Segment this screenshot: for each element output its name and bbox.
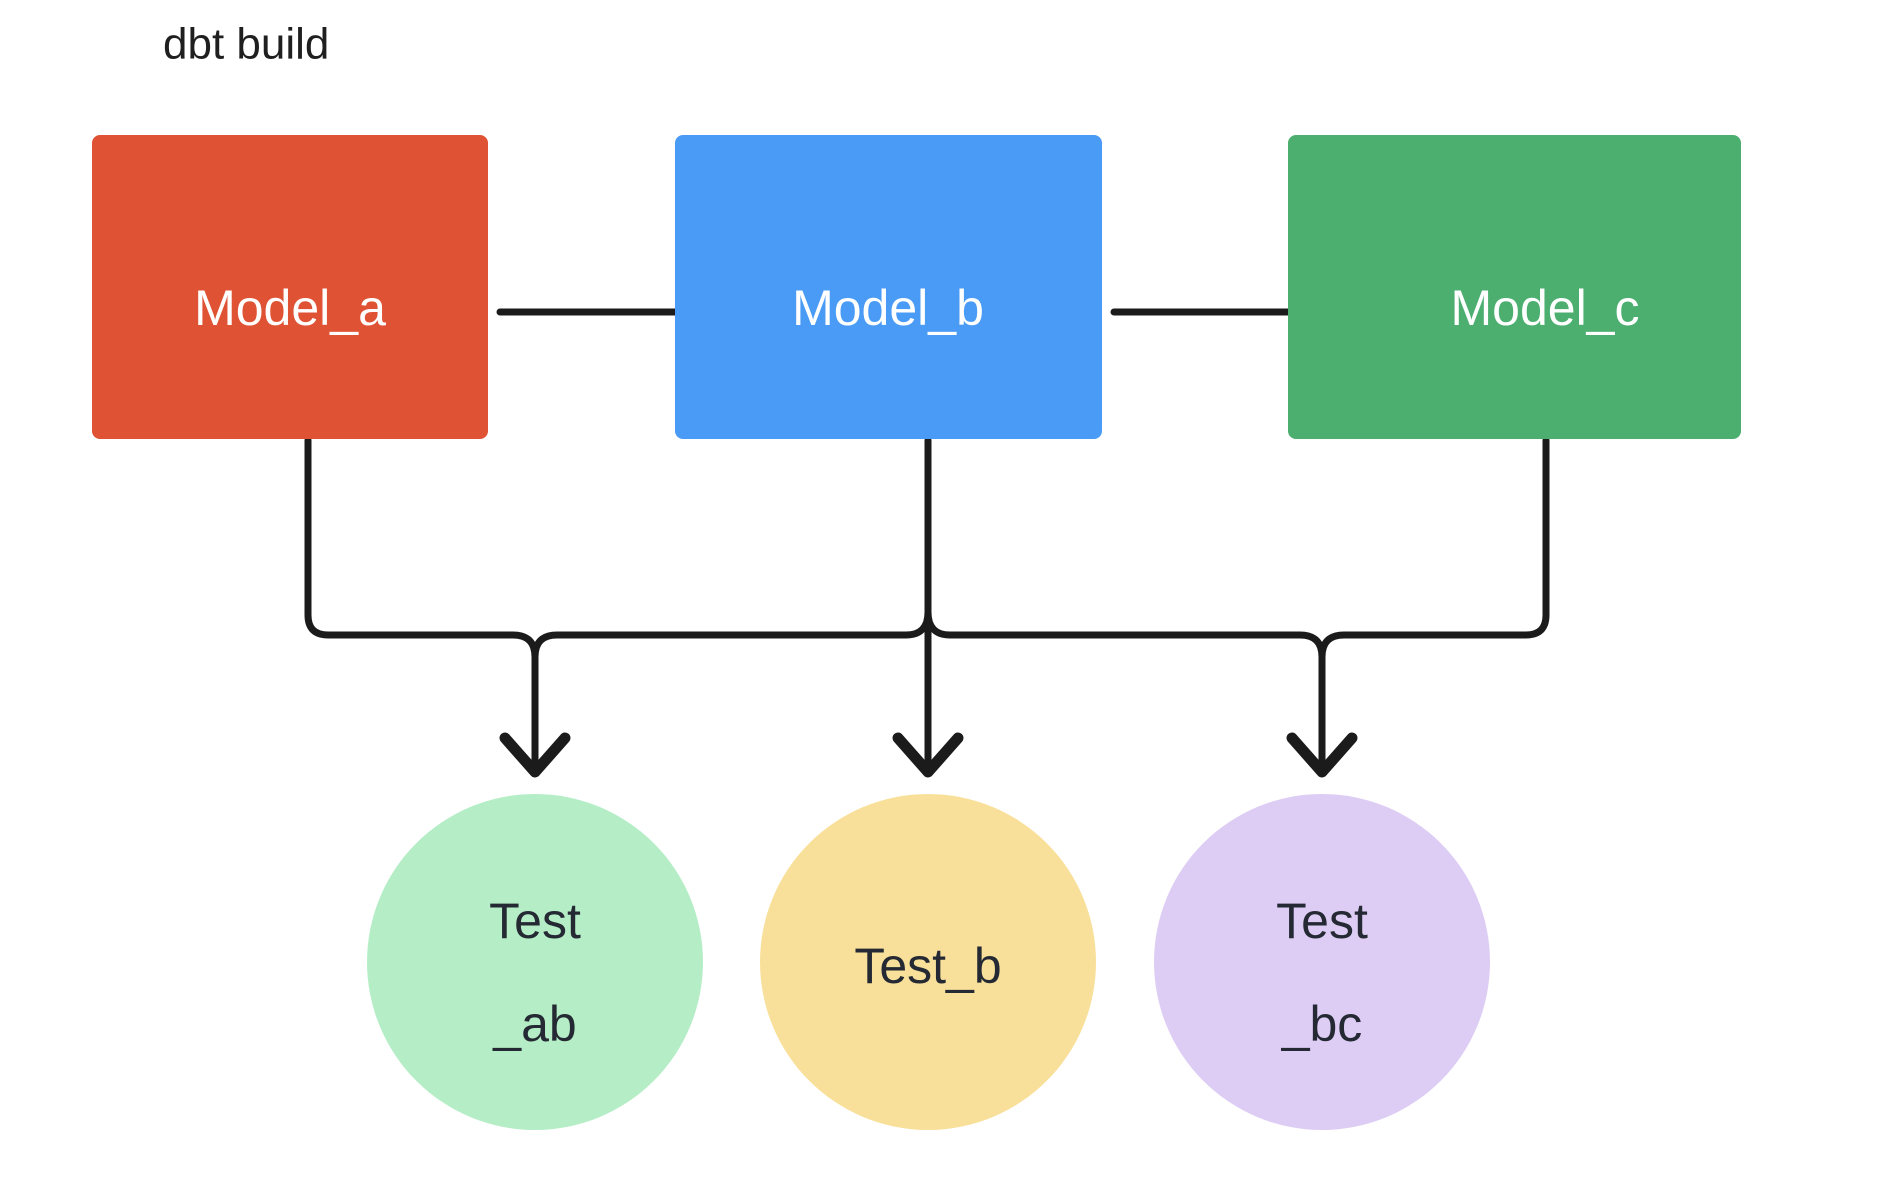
node-model-c[interactable]: Model_c bbox=[1288, 135, 1741, 439]
node-test-bc[interactable]: Test _bc bbox=[1154, 794, 1490, 1130]
model-node-group: Model_a Model_b Model_c bbox=[92, 135, 1741, 439]
node-test-b-label-line-1: Test_b bbox=[854, 938, 1001, 994]
node-test-ab[interactable]: Test _ab bbox=[367, 794, 703, 1130]
node-test-b[interactable]: Test_b bbox=[760, 794, 1096, 1130]
arrow-head-icon bbox=[1286, 732, 1358, 778]
edge-layer bbox=[304, 275, 1550, 778]
edge-line bbox=[1318, 436, 1550, 770]
node-test-ab-label-line-2: _ab bbox=[492, 996, 576, 1052]
arrow-head-icon bbox=[892, 732, 964, 778]
node-test-ab-label-line-1: Test bbox=[489, 893, 581, 949]
node-test-ab-shape[interactable] bbox=[367, 794, 703, 1130]
edge-model-b-to-test-bc bbox=[924, 608, 1326, 661]
edge-line bbox=[531, 608, 932, 661]
node-test-bc-shape[interactable] bbox=[1154, 794, 1490, 1130]
node-model-a[interactable]: Model_a bbox=[92, 135, 488, 439]
edge-model-b-to-test-ab bbox=[531, 608, 932, 661]
node-model-a-shape[interactable] bbox=[92, 135, 488, 439]
node-model-c-label: Model_c bbox=[1451, 280, 1640, 336]
edge-line bbox=[304, 436, 539, 770]
edge-model-b-to-test-b bbox=[892, 436, 964, 778]
node-model-a-label: Model_a bbox=[194, 280, 386, 336]
node-model-c-shape[interactable] bbox=[1288, 135, 1741, 439]
node-test-bc-label-line-2: _bc bbox=[1281, 996, 1363, 1052]
edge-model-c-to-test-bc bbox=[1286, 436, 1550, 778]
node-model-b-shape[interactable] bbox=[675, 135, 1102, 439]
node-test-bc-label-line-1: Test bbox=[1276, 893, 1368, 949]
edge-model-a-to-test-ab bbox=[304, 436, 571, 778]
edge-line bbox=[924, 608, 1326, 661]
arrow-head-icon bbox=[499, 732, 571, 778]
node-test-b-shape[interactable] bbox=[760, 794, 1096, 1130]
node-model-b-label: Model_b bbox=[792, 280, 984, 336]
node-model-b[interactable]: Model_b bbox=[675, 135, 1102, 439]
test-node-group: Test _ab Test_b Test _bc bbox=[367, 794, 1490, 1130]
page-title: dbt build bbox=[163, 20, 329, 69]
